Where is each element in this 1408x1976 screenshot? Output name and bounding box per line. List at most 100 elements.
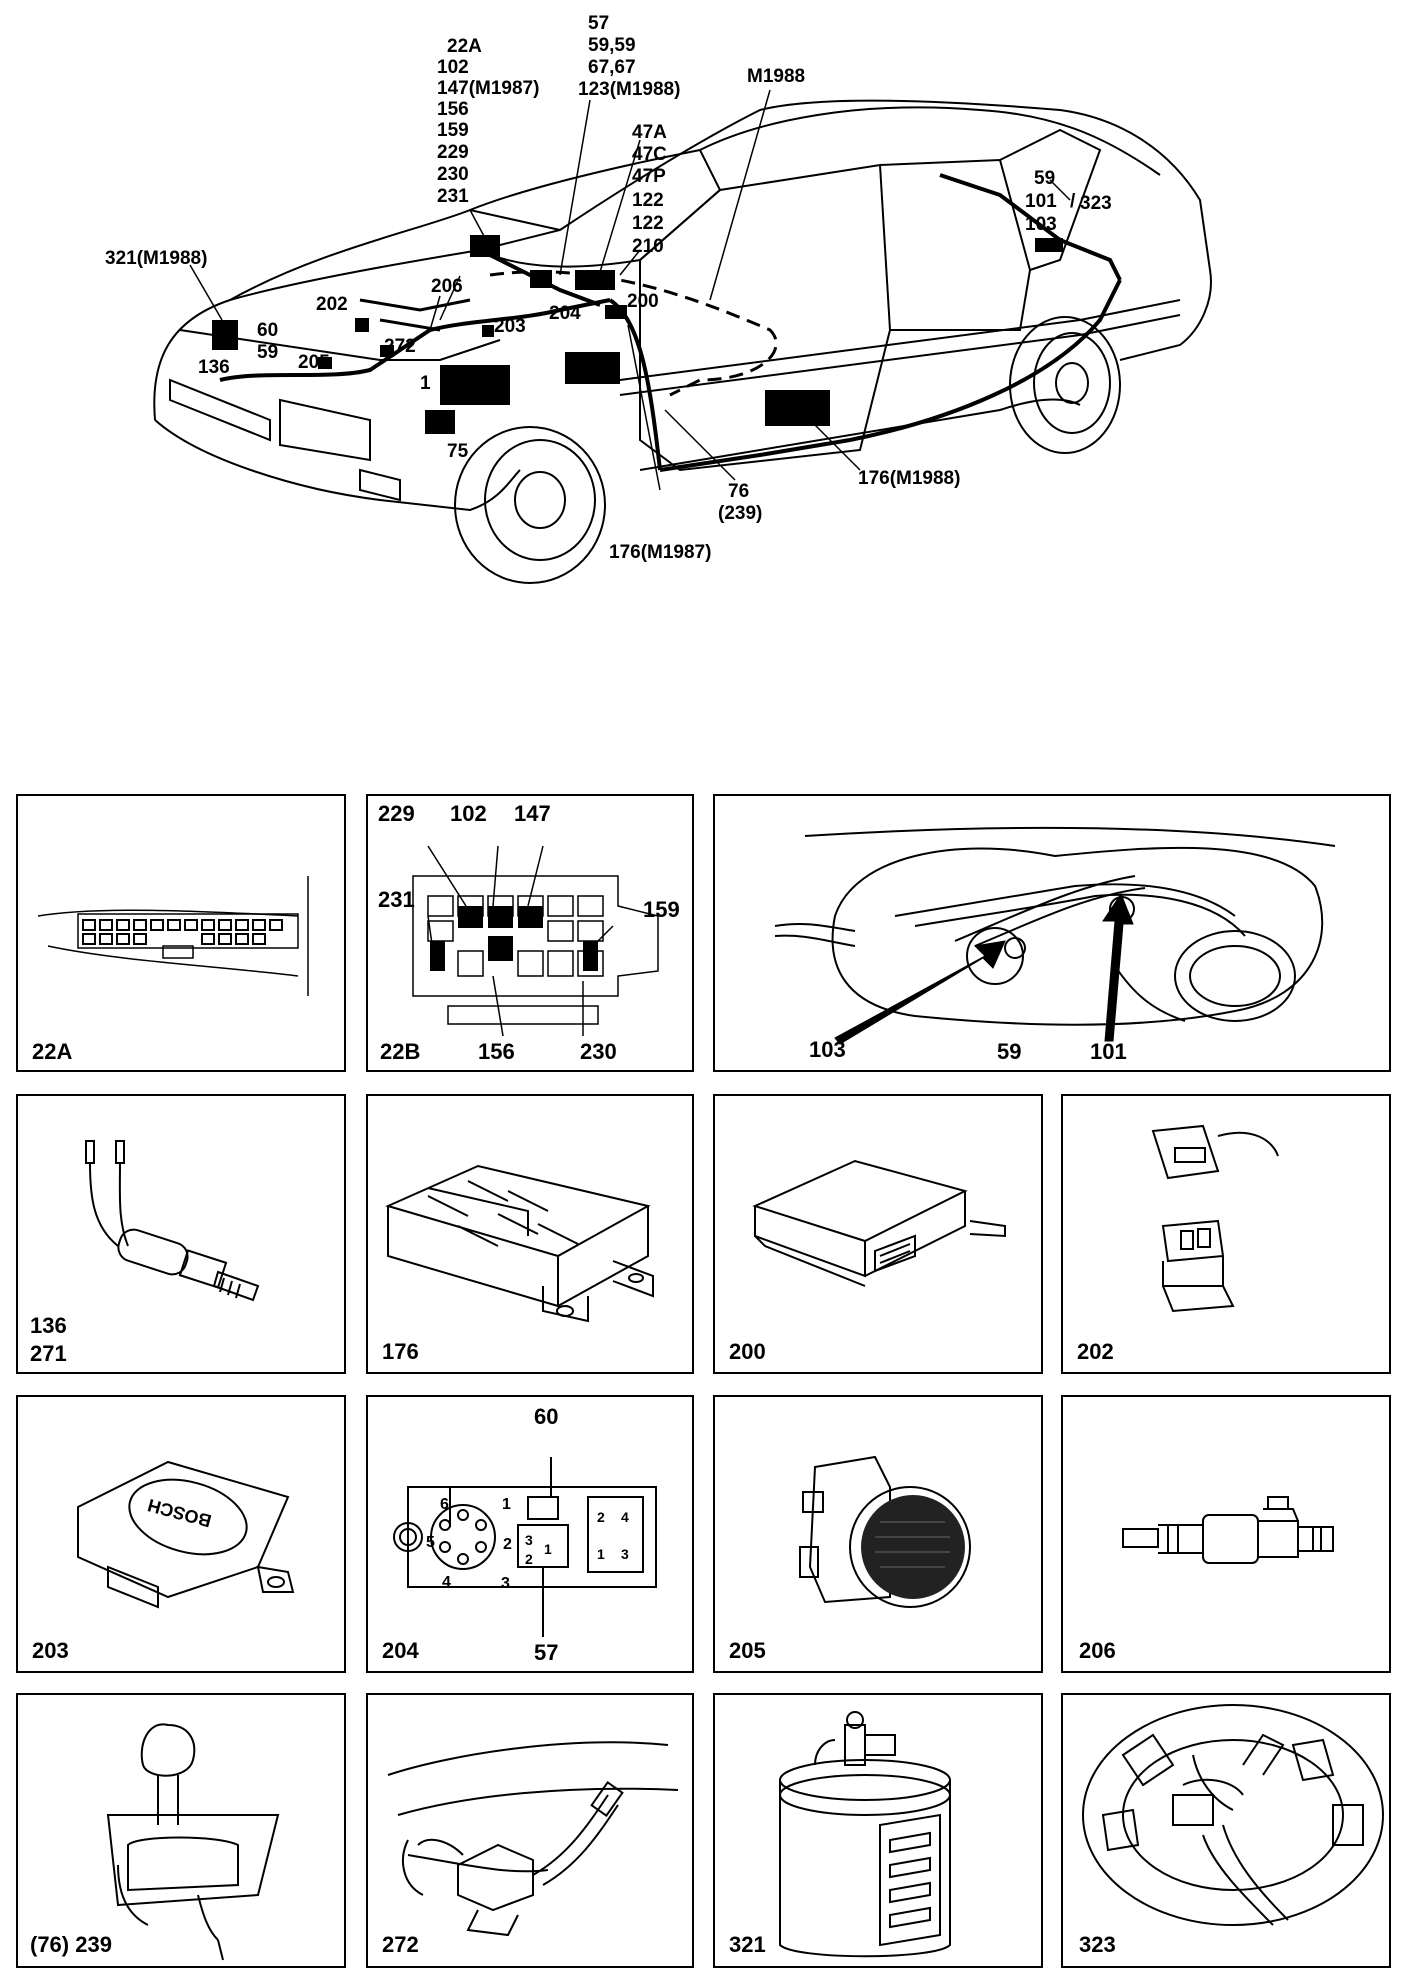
panel-204-pin-5: 5 — [426, 1534, 435, 1551]
fuel-pump-323-drawing — [1082, 1704, 1384, 1926]
panel-272: 272 — [366, 1693, 694, 1968]
callout-103: 103 — [1025, 214, 1057, 235]
callout-147: 147(M1987) — [437, 78, 540, 99]
panel-202-label: 202 — [1077, 1339, 1114, 1364]
callout-122-a: 122 — [632, 190, 664, 211]
panel-204-label: 204 — [382, 1638, 419, 1663]
callout-203: 203 — [494, 316, 526, 337]
callout-323: 323 — [1080, 193, 1112, 214]
panel-204: 60 57 204 1 2 3 4 5 6 3 1 2 2 4 1 3 — [366, 1395, 694, 1673]
panel-176: 176 — [366, 1094, 694, 1374]
air-mass-meter-205-drawing — [799, 1455, 971, 1608]
panel-tank-101: 101 — [1090, 1039, 1127, 1064]
panel-204-relay-r-3: 3 — [621, 1546, 629, 1562]
panel-203-label: 203 — [32, 1638, 69, 1663]
panel-22b-231: 231 — [378, 887, 415, 912]
panel-tank-59: 59 — [997, 1039, 1022, 1064]
panel-fuel-tank: 103 59 101 — [713, 794, 1391, 1072]
callout-176-m1988: 176(M1988) — [858, 468, 961, 489]
panel-tank-103: 103 — [809, 1037, 846, 1062]
panel-321: 321 — [713, 1693, 1043, 1968]
callout-59-rear: 59 — [1034, 168, 1056, 189]
callout-22a: 22A — [447, 36, 482, 57]
panel-204-60: 60 — [534, 1404, 559, 1429]
panel-22a: 22A — [16, 794, 346, 1072]
panel-204-57: 57 — [534, 1640, 559, 1665]
callout-136: 136 — [198, 357, 230, 378]
callout-75: 75 — [447, 441, 469, 462]
oxygen-sensor-drawing — [85, 1140, 260, 1302]
canister-321-drawing — [779, 1711, 951, 1958]
callout-159: 159 — [437, 120, 469, 141]
panel-271-label: 271 — [30, 1341, 67, 1366]
panel-204-pin-1: 1 — [502, 1496, 511, 1513]
car-overview-drawing — [153, 89, 1212, 584]
callout-57: 57 — [588, 13, 610, 34]
panel-200-label: 200 — [729, 1339, 766, 1364]
panel-22b-230: 230 — [580, 1039, 617, 1064]
callout-47c: 47C — [632, 144, 667, 165]
panel-204-pin-3: 3 — [501, 1575, 510, 1592]
panel-203: BOSCH 203 — [16, 1395, 346, 1673]
fusebox-22b-drawing — [412, 845, 659, 1037]
panel-205: 205 — [713, 1395, 1043, 1673]
panel-206: 206 — [1061, 1395, 1391, 1673]
callout-67-67: 67,67 — [588, 57, 636, 78]
panel-204-pin-6: 6 — [440, 1496, 449, 1513]
panel-204-relay-r-1: 1 — [597, 1546, 605, 1562]
callout-321: 321(M1988) — [105, 248, 208, 269]
callout-210: 210 — [632, 236, 664, 257]
panel-22b-229: 229 — [378, 801, 415, 826]
panel-204-pin-4: 4 — [442, 1574, 451, 1591]
panel-22b-102: 102 — [450, 801, 487, 826]
panel-321-label: 321 — [729, 1932, 766, 1957]
control-unit-176-drawing — [385, 1164, 654, 1323]
callout-1: 1 — [420, 373, 431, 394]
gear-selector-239-drawing — [106, 1723, 280, 1961]
callout-205: 205 — [298, 352, 330, 373]
fusebox-22a-drawing — [37, 876, 309, 996]
throttle-switch-203-drawing — [77, 1460, 295, 1609]
panel-22b-156: 156 — [478, 1039, 515, 1064]
panel-204-relay-r-4: 4 — [621, 1509, 629, 1525]
fuel-tank-drawing — [774, 826, 1336, 1045]
panel-239: (76) 239 — [16, 1693, 346, 1968]
callout-272: 272 — [384, 336, 416, 357]
panel-204-relay-l-2: 2 — [525, 1551, 533, 1567]
callout-59-59: 59,59 — [588, 35, 636, 56]
sensor-202-drawing — [1151, 1124, 1279, 1313]
panel-204-pin-2: 2 — [503, 1536, 512, 1553]
callout-47a: 47A — [632, 122, 667, 143]
callout-156: 156 — [437, 99, 469, 120]
callout-76: 76 — [728, 481, 750, 502]
panel-204-relay-l-1: 1 — [544, 1541, 552, 1557]
panel-22b-159: 159 — [643, 897, 680, 922]
callout-230: 230 — [437, 164, 469, 185]
callout-122-b: 122 — [632, 213, 664, 234]
callout-60: 60 — [257, 320, 279, 341]
panel-205-label: 205 — [729, 1638, 766, 1663]
panel-202: 202 — [1061, 1094, 1391, 1374]
callout-102: 102 — [437, 57, 469, 78]
relay-204-drawing — [393, 1457, 657, 1637]
control-unit-200-drawing — [752, 1159, 1006, 1287]
callout-123: 123(M1988) — [578, 79, 681, 100]
callout-m1988: M1988 — [747, 66, 806, 87]
callout-239: (239) — [718, 503, 763, 524]
panel-176-label: 176 — [382, 1339, 419, 1364]
valve-272-drawing — [387, 1741, 679, 1937]
panel-136-label: 136 — [30, 1313, 67, 1338]
callout-206: 206 — [431, 276, 463, 297]
panel-323: 323 — [1061, 1693, 1391, 1968]
callout-229: 229 — [437, 142, 469, 163]
panel-239-label: (76) 239 — [30, 1932, 112, 1957]
panel-22b-label: 22B — [380, 1039, 421, 1064]
panel-22b-147: 147 — [514, 801, 551, 826]
injector-206-drawing — [1122, 1496, 1334, 1564]
panel-323-label: 323 — [1079, 1932, 1116, 1957]
panel-204-relay-l-3: 3 — [525, 1532, 533, 1548]
callout-202: 202 — [316, 294, 348, 315]
callout-101: 101 — [1025, 191, 1057, 212]
callout-59: 59 — [257, 342, 279, 363]
callout-200: 200 — [627, 291, 659, 312]
